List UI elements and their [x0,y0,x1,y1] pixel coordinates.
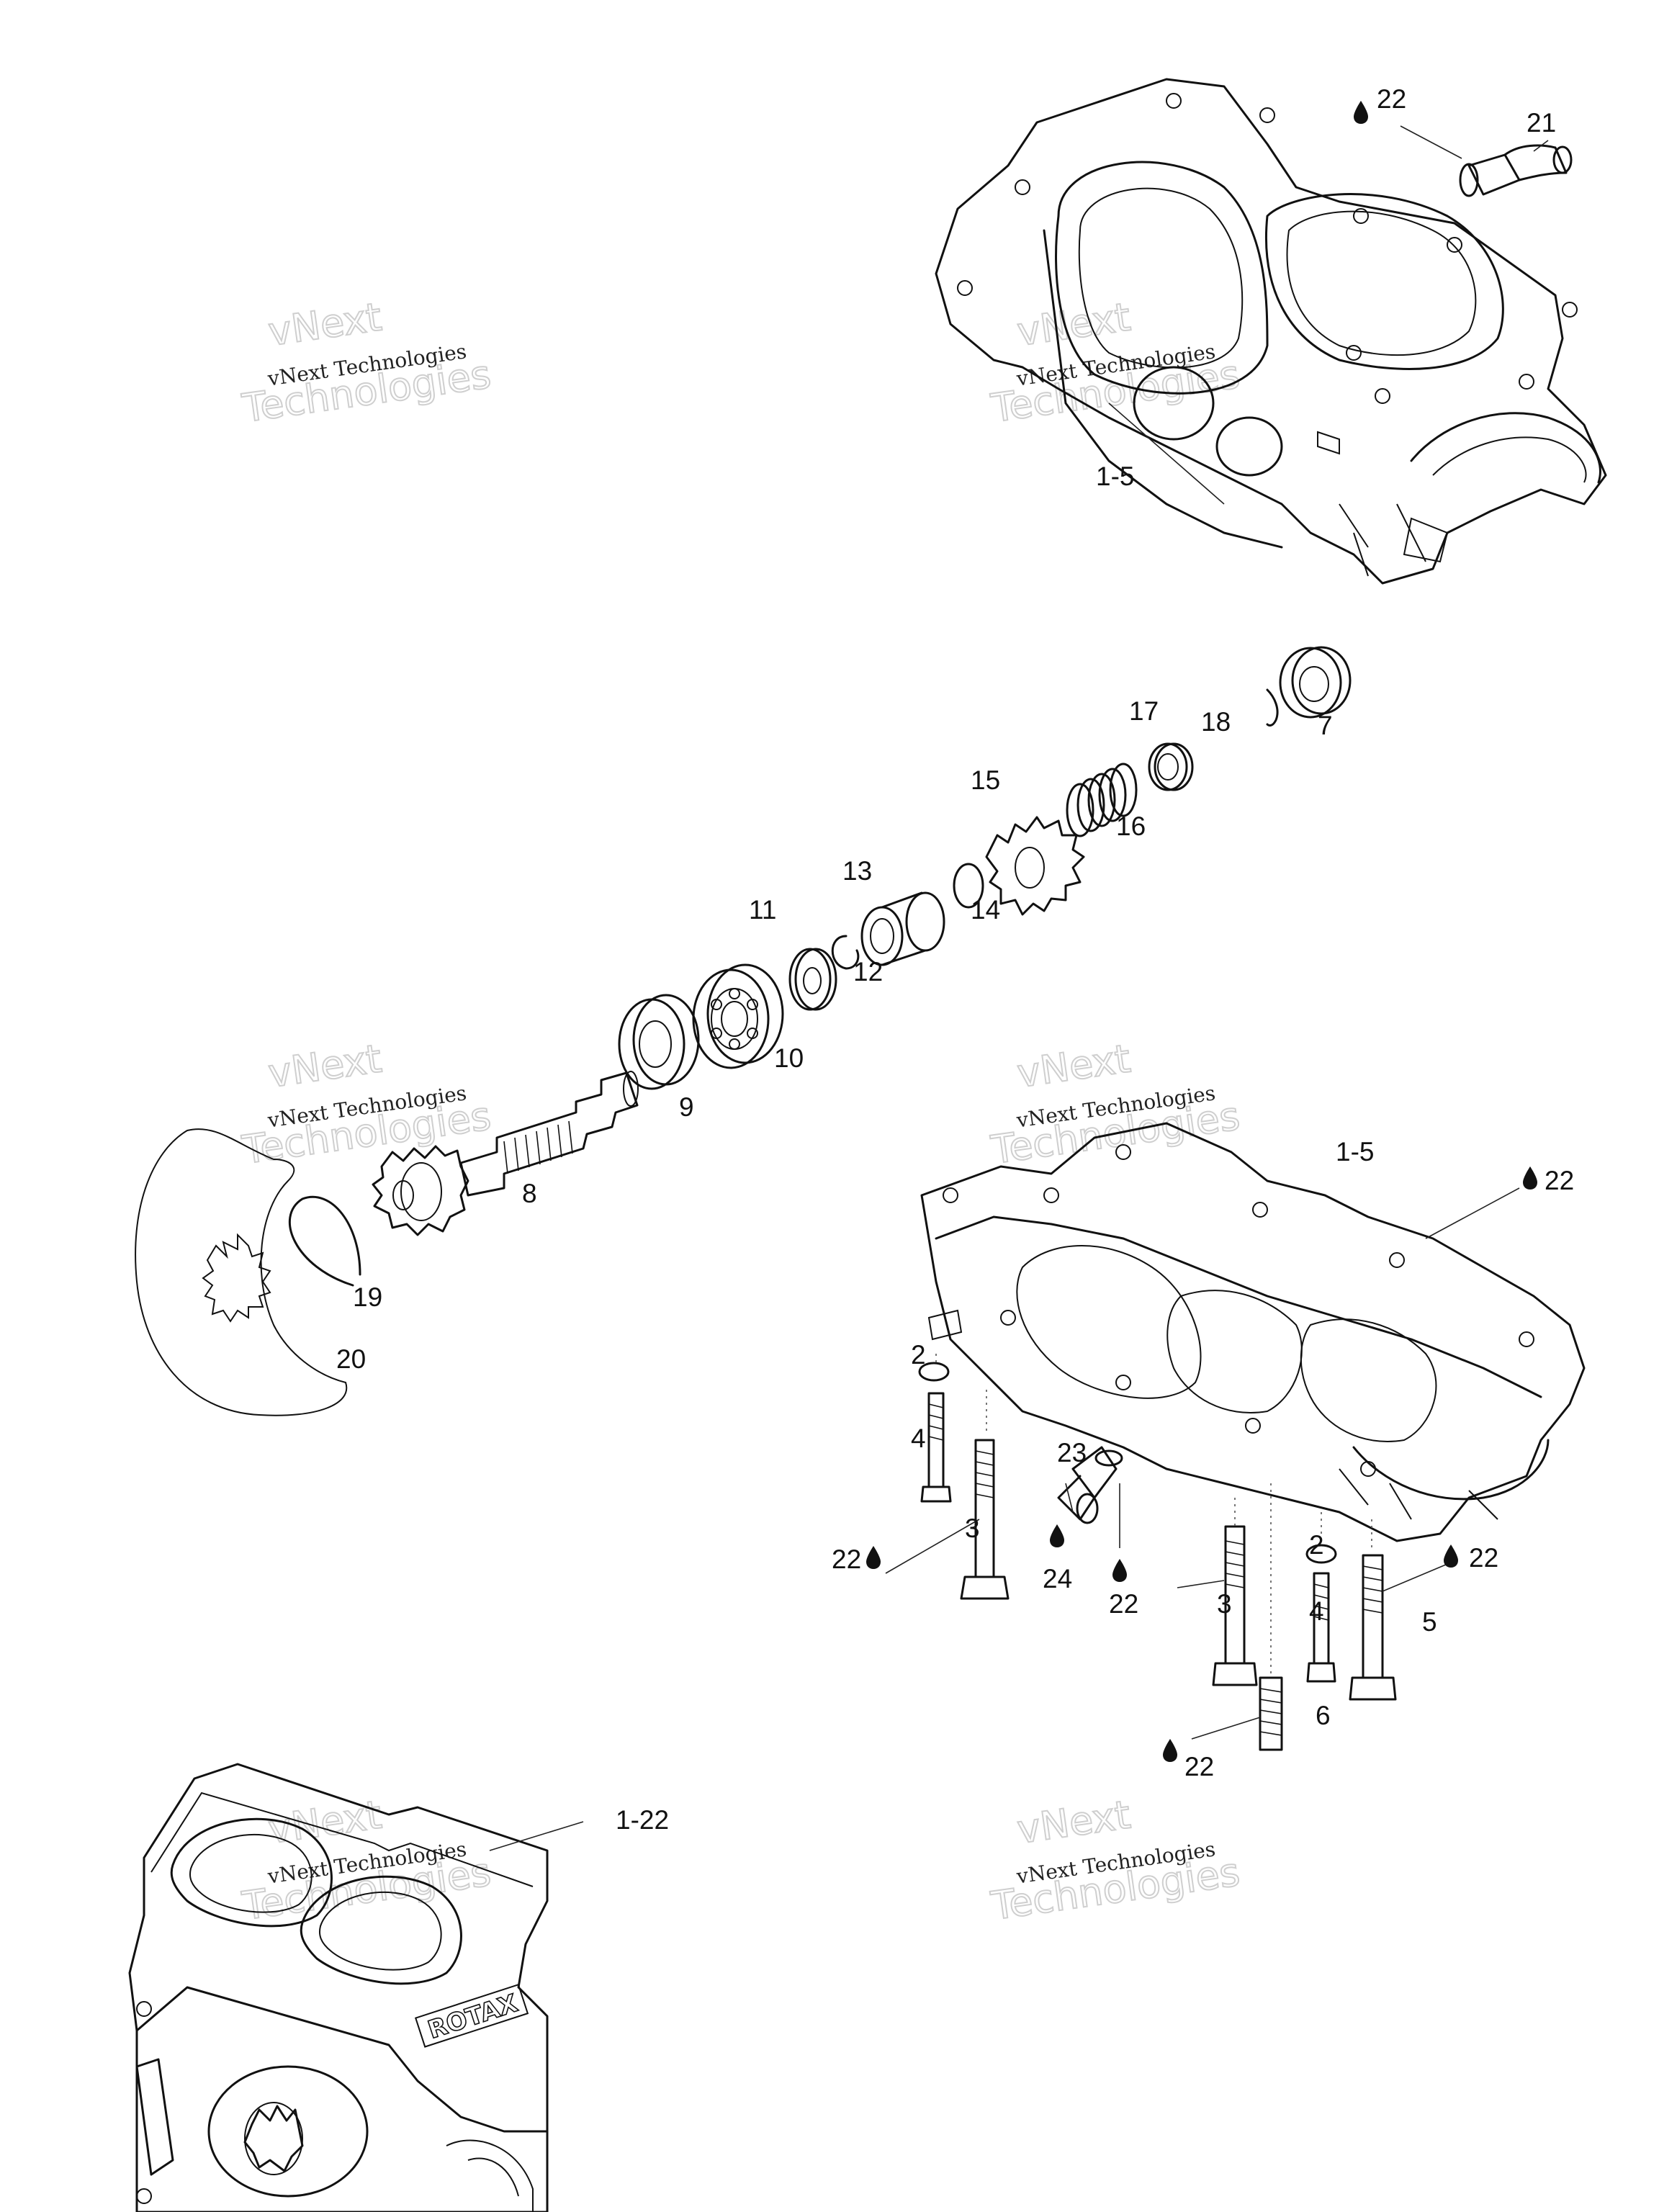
bolt-5 [1349,1554,1397,1701]
watermark-top-left: vNext Technologies vNext Technologies [238,293,494,431]
leader-lines [489,125,1549,1851]
gear-15 [985,816,1085,916]
bearing-7 [1279,646,1352,719]
svg-text:vNext: vNext [1015,1035,1133,1096]
label-15: 15 [971,765,1000,795]
label-19: 19 [353,1282,382,1312]
drive-shaft-8 [372,1071,639,1236]
washer-11 [788,948,837,1011]
lower-crankcase [920,1122,1586,1542]
label-21: 21 [1527,108,1556,138]
splined-plate-20 [135,1128,348,1416]
label-2: 2 [1309,1530,1324,1560]
washer-17 [1148,742,1194,791]
label-22: 22 [1109,1589,1138,1619]
svg-text:vNext: vNext [1015,294,1133,354]
drop-icon [1112,1559,1127,1582]
washer-2-left [918,1362,950,1382]
svg-text:vNext: vNext [1015,1791,1133,1852]
circlip-19 [289,1195,361,1287]
label-11: 11 [749,895,776,925]
label-1-22: 1-22 [616,1805,669,1835]
label-4: 4 [1309,1596,1324,1626]
circlip-12 [831,935,860,970]
bolt-3-left [960,1439,1010,1600]
label-14: 14 [971,895,1000,925]
watermark-bottom-left: vNext Technologies vNext Technologies [238,1791,494,1929]
circlip-18 [1266,688,1279,727]
label-7: 7 [1318,711,1333,740]
label-24: 24 [1043,1564,1072,1593]
stud-4-right [1306,1572,1336,1683]
drop-icon [1050,1524,1064,1547]
label-5: 5 [1422,1607,1437,1637]
watermark-top-right: vNext Technologies vNext Technologies [987,293,1243,431]
label-4: 4 [911,1424,926,1453]
drop-icon [1523,1166,1537,1190]
drop-icon [1354,101,1368,124]
label-22: 22 [1469,1543,1498,1573]
rotax-badge: ROTAX [414,1983,529,2048]
label-22: 22 [1545,1166,1574,1195]
label-9: 9 [679,1092,694,1122]
label-16: 16 [1116,811,1146,841]
upper-crankcase [935,78,1607,585]
bolt-3-right [1212,1525,1258,1686]
label-22: 22 [832,1545,861,1574]
ring-14 [953,863,984,909]
spring-16 [1066,763,1138,837]
label-23: 23 [1057,1438,1087,1467]
label-2: 2 [911,1340,926,1370]
seal-9 [618,994,700,1090]
watermark-mid-right: vNext Technologies vNext Technologies [987,1035,1243,1173]
label-12: 12 [853,957,883,986]
sealant-drop-icons [866,101,1537,1762]
svg-text:ROTAX: ROTAX [425,1989,521,2045]
label-22: 22 [1377,84,1406,114]
watermark-bottom-right: vNext Technologies vNext Technologies [987,1791,1243,1929]
watermark-mid-left: vNext Technologies vNext Technologies [238,1035,494,1173]
washer-2-right [1305,1544,1337,1564]
stud-4-left [920,1392,952,1503]
svg-text:vNext: vNext [266,1035,385,1096]
label-22: 22 [1184,1752,1214,1781]
label-13: 13 [842,856,872,886]
drop-icon [1444,1545,1458,1568]
label-6: 6 [1316,1701,1331,1730]
label-18: 18 [1201,707,1231,737]
sleeve-13 [860,891,945,966]
label-8: 8 [522,1179,537,1208]
bearing-10 [692,963,784,1069]
drop-icon [1163,1739,1177,1762]
label-1-5: 1-5 [1096,462,1134,491]
elbow-fitting-21 [1459,144,1573,197]
label-3: 3 [1217,1589,1232,1619]
svg-text:vNext: vNext [266,294,385,354]
drop-icon [866,1546,881,1569]
label-20: 20 [336,1344,366,1374]
part-labels: 22 21 1-5 7 18 17 15 16 13 14 11 12 10 9… [336,84,1574,1835]
label-1-5: 1-5 [1336,1137,1374,1166]
stud-6 [1259,1676,1283,1751]
label-17: 17 [1129,696,1159,726]
elbow-fitting-23 [1057,1446,1123,1524]
label-10: 10 [774,1043,804,1073]
label-3: 3 [965,1514,980,1543]
